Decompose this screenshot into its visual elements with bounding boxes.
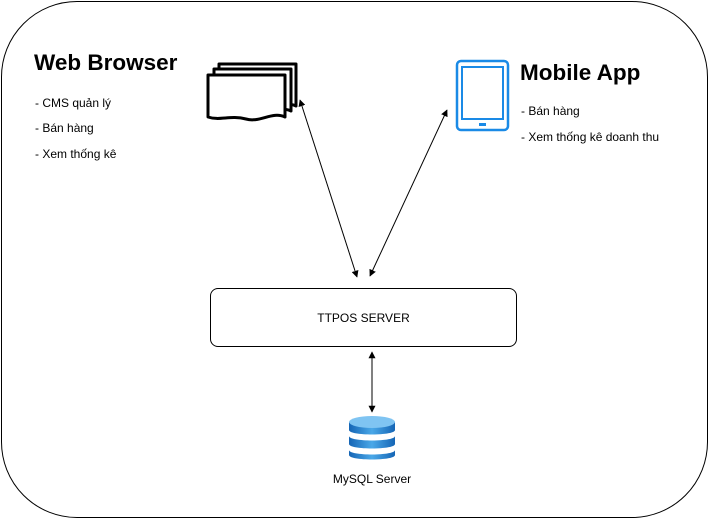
ttpos-server-box: TTPOS SERVER: [210, 288, 517, 347]
web-to-server-arrow: [298, 99, 359, 278]
mobile-app-title: Mobile App: [520, 60, 641, 85]
tablet-icon: [455, 59, 510, 132]
mysql-server-label: MySQL Server: [332, 472, 412, 486]
database-icon: [349, 416, 395, 460]
web-feature-sales: - Bán hàng: [35, 121, 94, 135]
server-label: TTPOS SERVER: [317, 310, 410, 325]
web-feature-cms: - CMS quản lý: [35, 96, 112, 110]
mobile-feature-sales: - Bán hàng: [521, 104, 580, 118]
web-feature-stats: - Xem thống kê: [35, 147, 117, 161]
web-browser-title: Web Browser: [34, 50, 178, 75]
mobile-to-server-arrow: [369, 109, 448, 277]
mobile-feature-revenue-stats: - Xem thống kê doanh thu: [521, 130, 660, 144]
document-stack-icon: [206, 62, 298, 122]
